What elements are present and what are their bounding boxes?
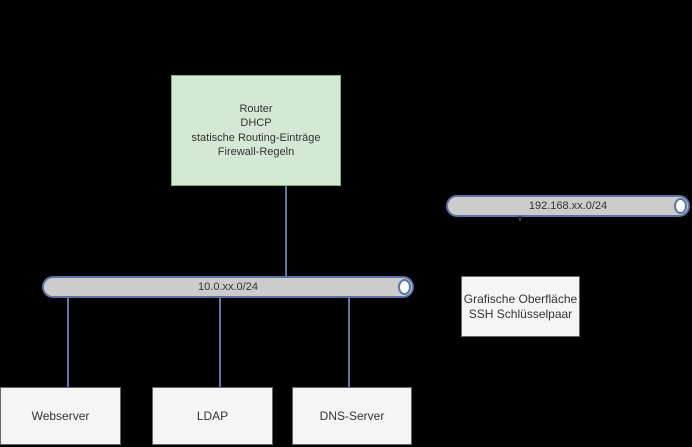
ldap-label: LDAP [196,409,229,423]
webserver-node: Webserver [0,387,121,445]
connector-bus10-to-webserver [67,298,69,387]
network-bus-192: 192.168.xx.0/24 [446,195,690,217]
gui-line-2: SSH Schlüsselpaar [468,306,573,321]
connector-stub-bus192 [519,216,521,221]
bus-192-label: 192.168.xx.0/24 [528,200,608,212]
router-node: Router DHCP statische Routing-Einträge F… [171,75,341,186]
gui-ssh-node: Grafische Oberfläche SSH Schlüsselpaar [461,276,580,337]
gui-line-1: Grafische Oberfläche [463,291,578,306]
bus-end-cap-icon [674,198,687,214]
bus-10-label: 10.0.xx.0/24 [198,281,258,293]
router-line-1: Router [239,102,273,115]
webserver-label: Webserver [31,409,90,423]
router-line-3: statische Routing-Einträge [191,131,321,144]
ldap-node: LDAP [152,387,273,445]
router-line-2: DHCP [240,117,272,129]
network-bus-10: 10.0.xx.0/24 [42,276,414,298]
bus-end-cap-icon [398,279,411,295]
connector-bus10-to-dns [348,298,350,387]
router-line-4: Firewall-Regeln [217,146,295,158]
dns-server-label: DNS-Server [319,409,385,423]
dns-server-node: DNS-Server [292,387,412,445]
connector-router-to-bus10 [285,186,287,276]
connector-bus10-to-ldap [219,298,221,387]
